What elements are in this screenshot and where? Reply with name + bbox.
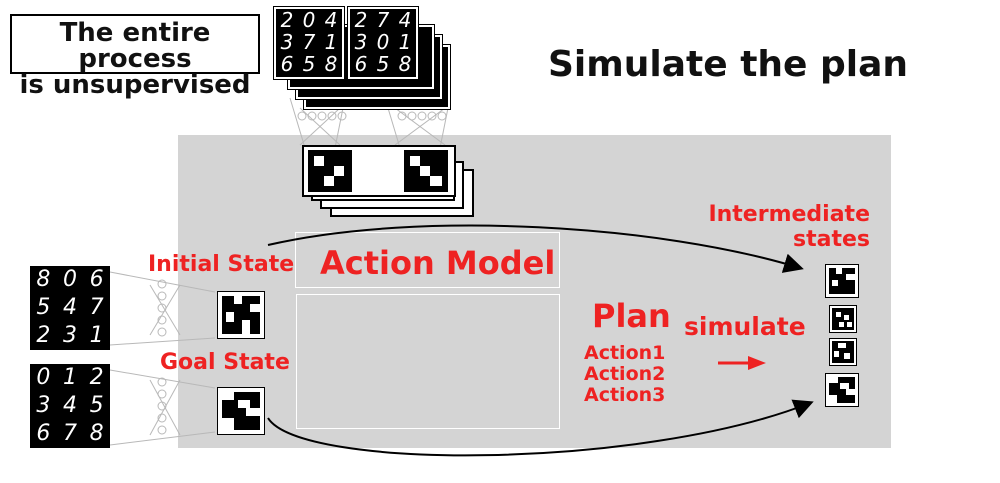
top-left-digit-grid: 2 0 4 3 7 1 6 5 8: [276, 9, 342, 75]
intermediate-state-2: [829, 305, 857, 333]
intermediate-state-1: [825, 264, 859, 298]
intermediate-state-3: [829, 338, 857, 366]
digit: 4: [62, 393, 77, 418]
latent-pair-icon: [308, 150, 448, 192]
diagram-title: Simulate the plan: [548, 44, 909, 85]
red-arrow-icon: [718, 356, 766, 370]
digit: 5: [376, 52, 390, 76]
goal-mnist-grid: 0 1 2 3 4 5 6 7 8: [30, 364, 110, 448]
intermediate-line-1: Intermediate: [708, 202, 870, 227]
digit: 7: [376, 8, 390, 32]
action-model-label: Action Model: [320, 244, 556, 282]
digit: 1: [398, 30, 412, 54]
digit: 6: [354, 52, 368, 76]
digit: 3: [280, 30, 294, 54]
digit: 4: [398, 8, 412, 32]
action-item: Action2: [584, 363, 666, 385]
digit: 5: [36, 295, 51, 320]
top-mnist-stack: [268, 5, 458, 115]
digit: 5: [302, 52, 316, 76]
initial-state-icon: [217, 291, 265, 339]
plan-label: Plan: [592, 297, 671, 335]
upper-curve-arrow: [267, 224, 804, 273]
top-right-digit-grid: 2 7 4 3 0 1 6 5 8: [350, 9, 416, 75]
digit: 2: [36, 323, 51, 348]
digit: 0: [302, 8, 316, 32]
goal-state-label: Goal State: [160, 350, 290, 375]
initial-mnist-grid: 8 0 6 5 4 7 2 3 1: [30, 266, 110, 350]
digit: 4: [324, 8, 338, 32]
digit: 3: [354, 30, 368, 54]
latent-transition-stack: [302, 145, 477, 217]
digit: 2: [89, 365, 104, 390]
digit: 7: [62, 421, 77, 446]
digit: 6: [89, 267, 104, 292]
digit: 3: [36, 393, 51, 418]
digit: 8: [398, 52, 412, 76]
digit: 7: [89, 295, 104, 320]
digit: 0: [62, 267, 77, 292]
digit: 8: [36, 267, 51, 292]
action-model-box: [295, 232, 560, 288]
intermediate-line-2: states: [793, 227, 870, 252]
digit: 2: [280, 8, 294, 32]
goal-state-icon: [217, 387, 265, 435]
note-line-1: The entire process: [59, 18, 211, 74]
simulate-label: simulate: [684, 312, 806, 341]
action-item: Action1: [584, 342, 666, 364]
initial-state-label: Initial State: [148, 252, 295, 277]
digit: 6: [280, 52, 294, 76]
digit: 0: [376, 30, 390, 54]
plan-space-box: [296, 294, 560, 429]
digit: 3: [62, 323, 77, 348]
digit: 2: [354, 8, 368, 32]
intermediate-states-label: Intermediate states: [696, 202, 870, 252]
digit: 7: [302, 30, 316, 54]
left-encoder-goal: [109, 369, 216, 446]
digit: 4: [62, 295, 77, 320]
note-line-2: is unsupervised: [19, 70, 251, 100]
digit: 8: [89, 421, 104, 446]
action-list: Action1 Action2 Action3: [584, 343, 665, 406]
lower-curve-arrow: [267, 399, 814, 457]
digit: 8: [324, 52, 338, 76]
left-encoder-initial: [109, 271, 216, 346]
intermediate-state-4: [825, 373, 859, 407]
digit: 1: [324, 30, 338, 54]
digit: 6: [36, 421, 51, 446]
digit: 5: [89, 393, 104, 418]
action-item: Action3: [584, 384, 666, 406]
digit: 1: [89, 323, 104, 348]
digit: 1: [62, 365, 77, 390]
unsupervised-note: The entire process is unsupervised: [10, 14, 260, 98]
digit: 0: [36, 365, 51, 390]
